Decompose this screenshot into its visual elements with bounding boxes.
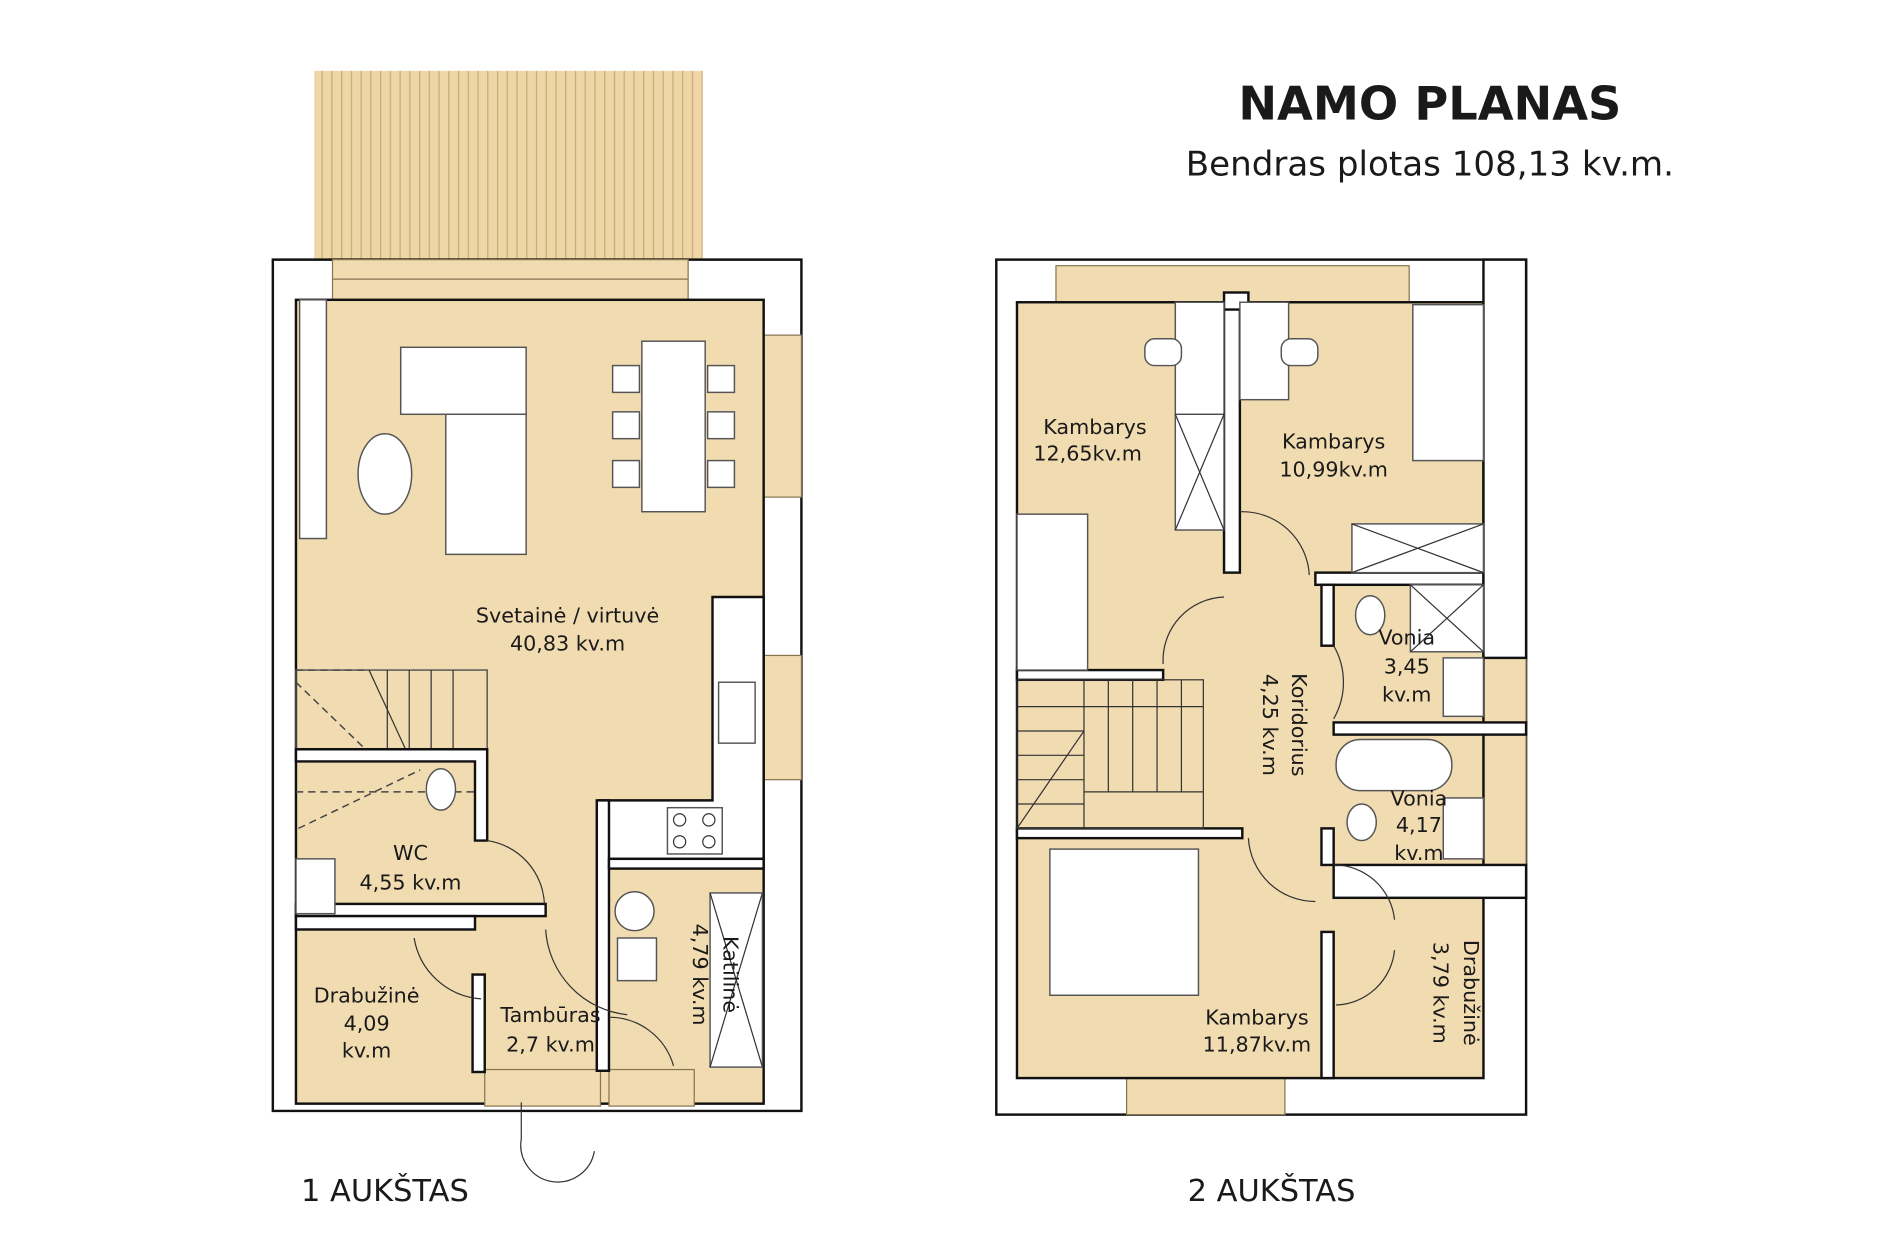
room-area-room1: 12,65kv.m [1033,442,1142,466]
wall [294,914,477,931]
wall [1314,571,1485,587]
room-area-wc: 4,55 kv.m [359,870,461,894]
room-name-room1: Kambarys [1043,415,1146,439]
room-unit-bath2: kv.m [1394,841,1443,865]
chair [1280,338,1319,367]
boiler [614,890,655,932]
wall [1332,863,1528,900]
room-name-bath1: Vonia [1378,625,1435,649]
room-name-bath2: Vonia [1391,786,1448,810]
room-name-room3: Kambarys [1205,1005,1308,1029]
washbasin [295,858,336,915]
toilet [1354,595,1386,636]
wall [607,857,765,870]
room-area-boiler: 4,79 kv.m [688,924,712,1026]
dining-table [641,340,706,513]
room-name-boiler: Katilinė [718,936,742,1013]
floor-1-plan: Svetainė / virtuvė 40,83 kv.m WC 4,55 kv… [271,70,803,1183]
window [608,1068,695,1107]
double-bed [1049,848,1200,996]
window [763,654,803,781]
sink [616,937,658,982]
window [1482,657,1527,866]
window [763,334,803,498]
sofa [399,346,527,416]
room-name-living: Svetainė / virtuvė [476,604,659,628]
room-area-vestibule: 2,7 kv.m [506,1032,595,1056]
room-name-vestibule: Tambūras [499,1003,600,1027]
wall [1015,827,1244,840]
floor-2-label: 2 AUKŠTAS [1188,1172,1356,1209]
coffee-table [357,433,413,515]
total-area: Bendras plotas 108,13 kv.m. [1186,145,1674,185]
bed [1412,303,1485,462]
wall [1320,827,1335,867]
room-area-wardrobe2: 3,79 kv.m [1429,942,1453,1044]
wall [1320,930,1335,1080]
wall [1482,258,1528,660]
wall [471,973,486,1074]
toilet [425,767,457,811]
room-name-wardrobe: Drabužinė [314,984,420,1008]
floor-1-label: 1 AUKŠTAS [301,1172,469,1209]
bathtub [1335,738,1453,792]
bed [1016,513,1089,671]
room-area-room2: 10,99kv.m [1279,457,1388,481]
wall [595,799,611,1072]
chair [1144,338,1183,367]
wall [1332,721,1528,736]
room-unit-bath1: kv.m [1382,683,1431,707]
room-area-bath1: 3,45 [1384,655,1430,679]
wall [1015,668,1165,682]
plan-title: NAMO PLANAS [1238,77,1621,131]
wall [1222,301,1242,574]
room-unit-wardrobe: kv.m [342,1038,391,1062]
desk [1239,301,1290,401]
closet [1174,301,1225,531]
room-area-room3: 11,87kv.m [1203,1032,1312,1056]
room-area-corridor: 4,25 kv.m [1258,674,1282,776]
toilet [1346,803,1378,842]
terrace-deck [314,70,703,260]
sofa [445,413,527,556]
wall [1320,583,1335,647]
washbasin [1442,797,1485,860]
sink [717,681,756,744]
cabinet [298,299,328,540]
room-area-bath2: 4,17 [1396,813,1442,837]
washbasin [1442,657,1485,718]
room-area-living: 40,83 kv.m [510,632,625,656]
stairs [1016,679,1204,830]
wall [294,748,489,842]
room-name-wardrobe2: Drabužinė [1459,940,1483,1046]
room-name-wc: WC [393,841,428,865]
floor-2-plan: Kambarys 12,65kv.m Kambarys 10,99kv.m Vo… [995,258,1528,1116]
room-name-corridor: Koridorius [1287,673,1311,776]
room-area-wardrobe: 4,09 [344,1012,390,1036]
room-name-room2: Kambarys [1282,429,1385,453]
entrance-window [484,1068,602,1107]
window [1125,1077,1286,1116]
window [331,259,689,301]
